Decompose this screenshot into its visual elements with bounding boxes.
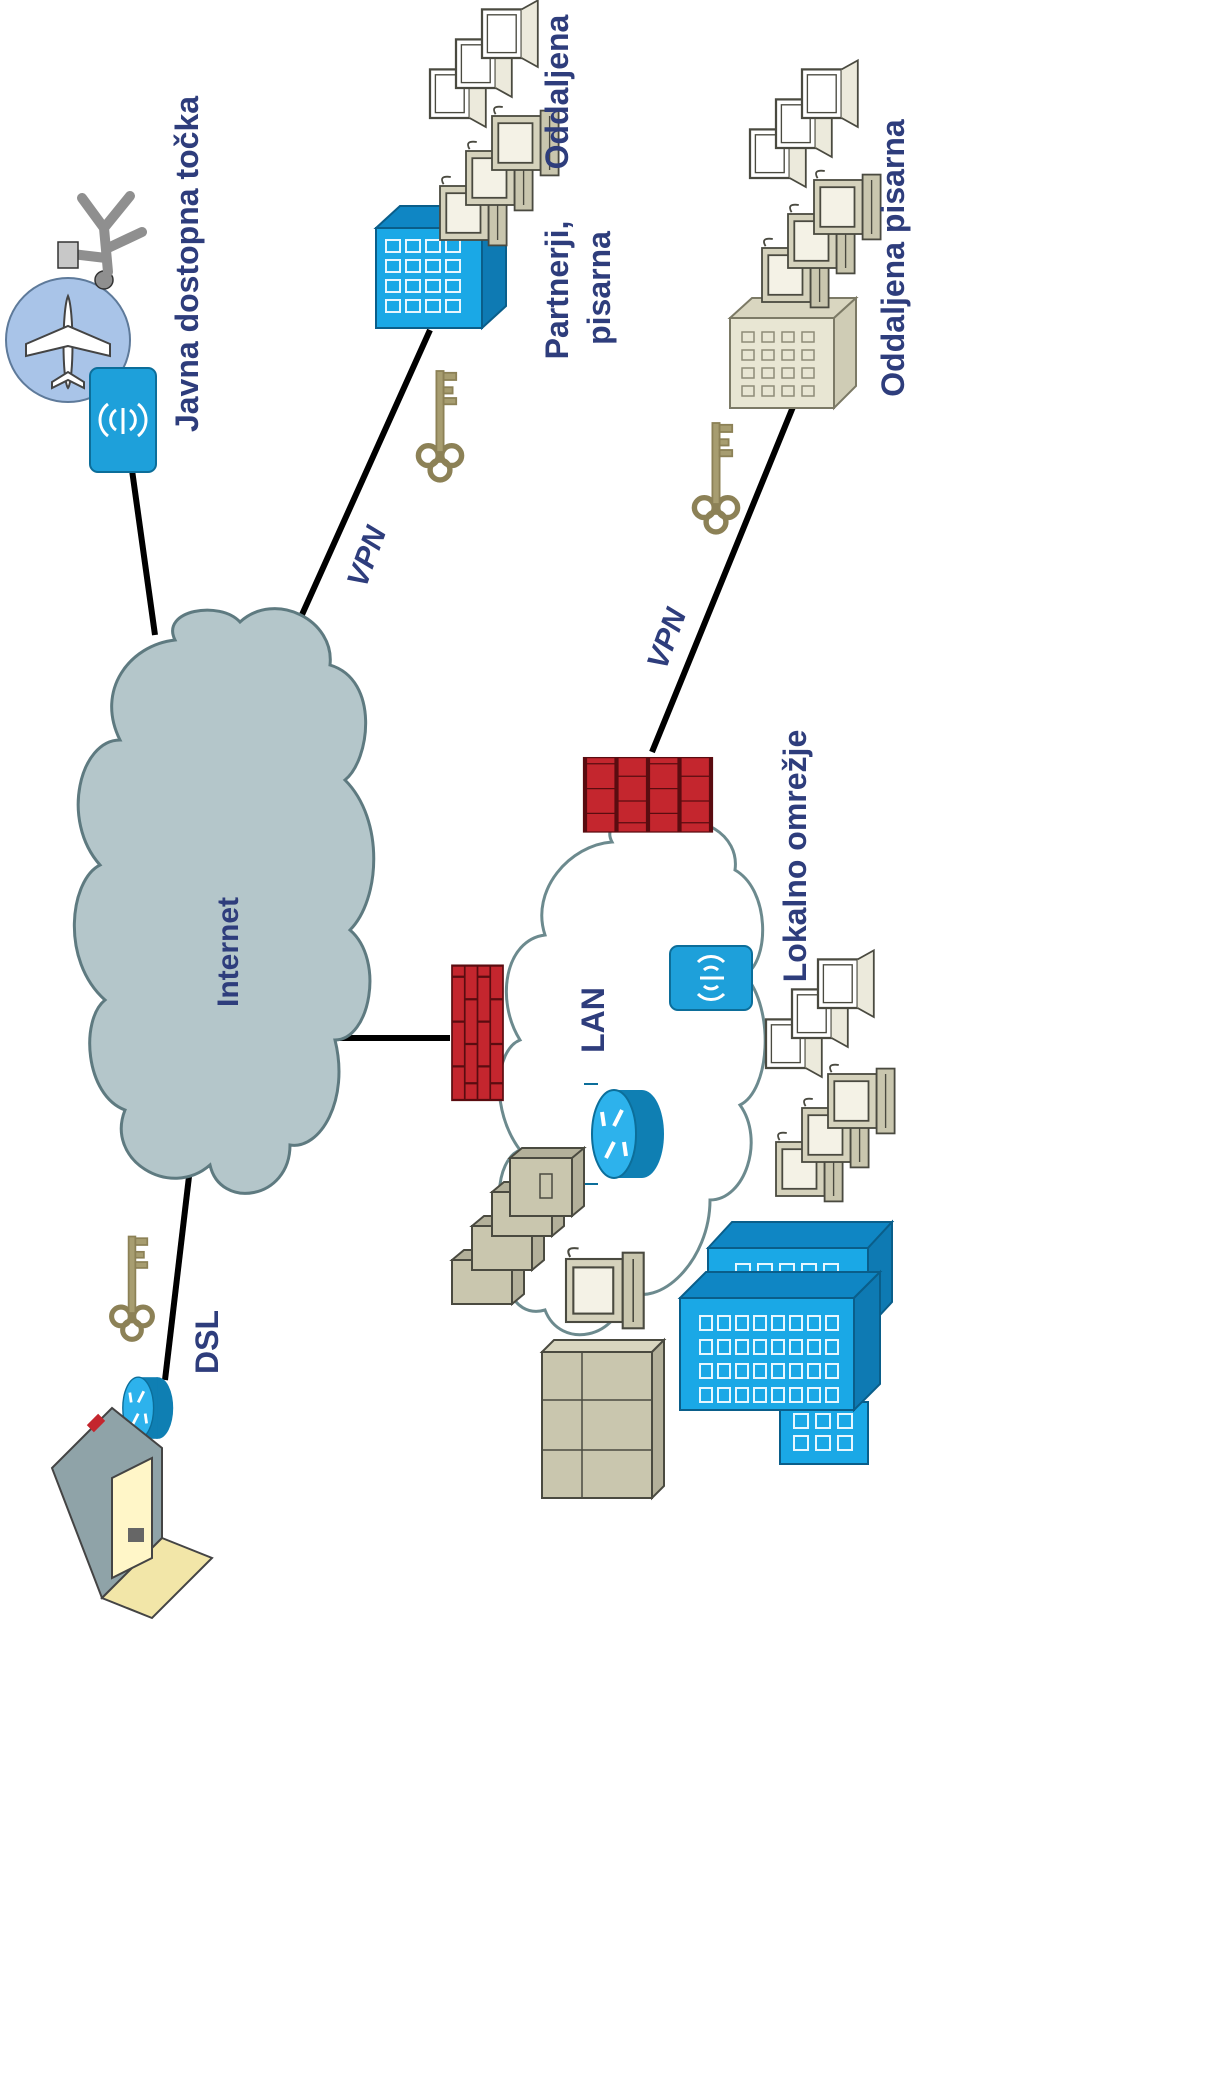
partners-oddaljena-label: Oddaljena [539, 14, 575, 169]
remote-workstations [761, 169, 882, 309]
monitor-icon [800, 59, 859, 129]
key-icon [694, 423, 737, 532]
dsl-home-group: DSL [50, 1237, 225, 1620]
link-internet-hotspot [129, 469, 158, 636]
workstation-icon [564, 1247, 645, 1330]
beige-building-icon [727, 295, 859, 411]
remote-screens [748, 59, 859, 189]
lan-workstations [764, 949, 896, 1203]
firewall-icon [450, 964, 505, 1102]
server-icon [507, 1145, 587, 1219]
hotspot-label: Javna dostopna točka [169, 96, 205, 432]
remote-office-label: Oddaljena pisarna [875, 119, 911, 397]
blue-building-icon [779, 1401, 869, 1465]
router-icon [584, 1083, 666, 1185]
link-internet-partners [293, 328, 433, 630]
vpn-partners-label: VPN [341, 521, 394, 592]
business-traveler-icon [57, 191, 147, 290]
server-stack [449, 1145, 587, 1307]
workstation-icon [813, 169, 882, 241]
headquarters-buildings [677, 1219, 895, 1465]
link-firewall-remote [649, 400, 798, 754]
hotspot-group: Javna dostopna točka [5, 96, 205, 473]
partners-label-line2: pisarna [581, 231, 617, 345]
firewall-icon [585, 758, 711, 832]
monitor-icon [480, 0, 539, 69]
remote-office-group: Oddaljena pisarna VPN [641, 59, 911, 673]
partner-screens [428, 0, 539, 129]
wireless-access-point-icon [668, 944, 754, 1012]
wireless-access-point-icon [89, 367, 157, 473]
key-icon [418, 371, 461, 480]
dsl-label: DSL [189, 1310, 225, 1374]
airplane-icon [25, 293, 111, 390]
workstation-icon [827, 1063, 896, 1135]
link-internet-dsl [162, 1167, 193, 1381]
monitor-icon [816, 949, 875, 1019]
internet-cloud [72, 607, 376, 1195]
mainframe-icon [539, 1337, 667, 1501]
blue-building-icon [677, 1269, 883, 1413]
lan-label: LAN [575, 987, 611, 1053]
key-icon [112, 1237, 153, 1340]
home-office-icon [50, 1406, 214, 1620]
internet-label: Internet [212, 897, 245, 1007]
partners-label-line1: Partnerji, [539, 221, 575, 360]
local-network-label: Lokalno omrežje [777, 730, 813, 983]
partners-office-group: VPN Partnerji, pisarna Oddaljena [341, 0, 617, 591]
connection-lines [129, 328, 798, 1381]
